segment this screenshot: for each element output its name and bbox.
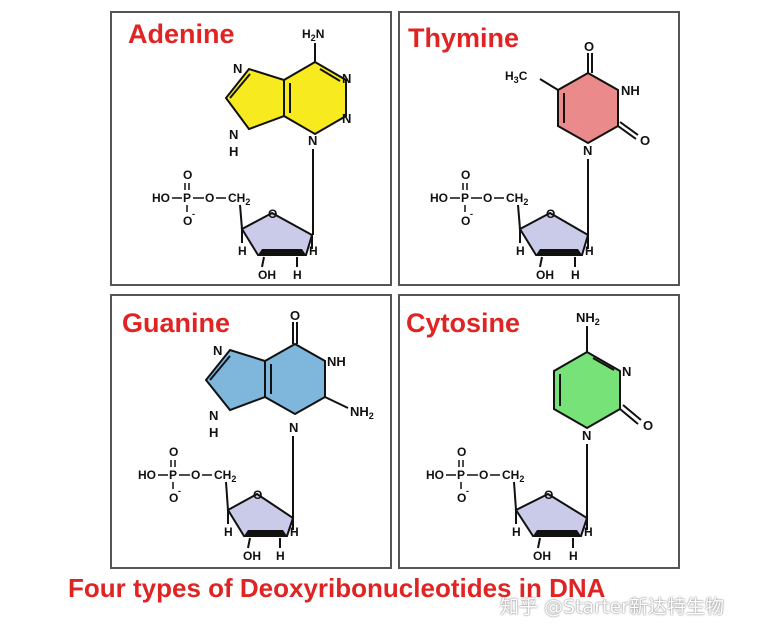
svg-text:O: O xyxy=(461,168,470,182)
figure-caption: Four types of Deoxyribonucleotides in DN… xyxy=(68,573,606,603)
svg-text:O: O xyxy=(483,191,492,205)
svg-text:HO: HO xyxy=(426,468,444,482)
svg-text:O: O xyxy=(457,445,466,459)
svg-text:P: P xyxy=(169,468,177,482)
svg-text:O: O xyxy=(546,207,555,221)
svg-text:H: H xyxy=(238,244,247,258)
guanine-n7: N xyxy=(213,343,222,358)
svg-text:H: H xyxy=(569,549,578,563)
watermark: 知乎 @Starter新达特生物 xyxy=(500,596,724,618)
thymine-o4: O xyxy=(584,39,594,54)
svg-text:HO: HO xyxy=(430,191,448,205)
svg-text:H: H xyxy=(585,244,594,258)
svg-text:H: H xyxy=(309,244,318,258)
cytosine-title: Cytosine xyxy=(406,308,521,338)
svg-text:O: O xyxy=(191,468,200,482)
svg-text:O: O xyxy=(457,491,466,505)
svg-text:O: O xyxy=(169,445,178,459)
guanine-nh2: NH2 xyxy=(350,404,374,421)
svg-text:O: O xyxy=(479,468,488,482)
adenine-n3: N xyxy=(342,111,351,126)
adenine-sugar-o: O xyxy=(268,207,277,221)
adenine-n7: N xyxy=(233,61,242,76)
svg-text:O: O xyxy=(253,488,262,502)
cytosine-base-fill xyxy=(553,350,621,430)
adenine-phosphate-o-bottom: O xyxy=(183,214,192,228)
adenine-panel: Adenine H2N N N N N H N HO P O O - O CH2… xyxy=(110,11,392,286)
adenine-imidazole-fill xyxy=(224,67,285,131)
adenine-n9: N xyxy=(229,127,238,142)
thymine-title: Thymine xyxy=(408,23,520,53)
adenine-n9-h: H xyxy=(229,144,238,159)
svg-text:OH: OH xyxy=(533,549,551,563)
svg-text:H: H xyxy=(512,525,521,539)
cytosine-nh2: NH2 xyxy=(576,310,600,327)
adenine-phosphate-o-top: O xyxy=(183,168,192,182)
adenine-glycosidic-n: N xyxy=(308,133,317,148)
guanine-n9: N xyxy=(209,408,218,423)
adenine-title: Adenine xyxy=(128,19,235,49)
svg-text:OH: OH xyxy=(536,268,554,282)
svg-text:O: O xyxy=(169,491,178,505)
guanine-o6: O xyxy=(290,308,300,323)
svg-text:H: H xyxy=(293,268,302,282)
svg-text:HO: HO xyxy=(138,468,156,482)
thymine-o2: O xyxy=(640,133,650,148)
guanine-imidazole-fill xyxy=(204,348,266,412)
adenine-oh: OH xyxy=(258,268,276,282)
guanine-panel: Guanine O NH NH2 N N H N HO P O O - O CH… xyxy=(110,294,392,569)
cytosine-panel: Cytosine NH2 N O N HO P O O - O CH2 O H … xyxy=(398,294,680,569)
guanine-base-fill xyxy=(264,342,326,416)
svg-text:H: H xyxy=(584,525,593,539)
thymine-n1: N xyxy=(583,143,592,158)
svg-text:OH: OH xyxy=(243,549,261,563)
adenine-base-fill xyxy=(283,60,347,136)
svg-text:CH2: CH2 xyxy=(214,468,236,484)
thymine-panel: Thymine O NH O H3C N HO P O O - O CH2 O xyxy=(398,11,680,286)
adenine-amine-h: H2N xyxy=(302,27,324,43)
svg-text:H: H xyxy=(516,244,525,258)
svg-text:O: O xyxy=(544,488,553,502)
cytosine-structure: NH2 N O N HO P O O - O CH2 O H H OH H xyxy=(426,310,653,563)
svg-text:P: P xyxy=(457,468,465,482)
cytosine-o2: O xyxy=(643,418,653,433)
guanine-n9-h: H xyxy=(209,425,218,440)
adenine-n1: N xyxy=(342,71,351,86)
guanine-n3: N xyxy=(289,420,298,435)
adenine-phosphate-o-link: O xyxy=(205,191,214,205)
cytosine-n3: N xyxy=(622,364,631,379)
adenine-phosphate-p: P xyxy=(183,191,191,205)
thymine-methyl: H3C xyxy=(505,69,528,85)
guanine-title: Guanine xyxy=(122,308,231,338)
cytosine-n1: N xyxy=(582,428,591,443)
thymine-base-fill xyxy=(557,71,619,145)
svg-text:H: H xyxy=(290,525,299,539)
adenine-phosphate-ho: HO xyxy=(152,191,170,205)
svg-text:-: - xyxy=(470,209,473,219)
svg-text:H: H xyxy=(276,549,285,563)
thymine-structure: O NH O H3C N HO P O O - O CH2 O H H OH H xyxy=(430,39,650,282)
svg-text:H: H xyxy=(571,268,580,282)
guanine-n1h: NH xyxy=(327,354,346,369)
svg-text:P: P xyxy=(461,191,469,205)
svg-text:H: H xyxy=(224,525,233,539)
svg-text:O: O xyxy=(461,214,470,228)
adenine-ch2: CH2 xyxy=(228,191,250,207)
svg-text:CH2: CH2 xyxy=(502,468,524,484)
thymine-n3h: NH xyxy=(621,83,640,98)
svg-text:-: - xyxy=(178,486,181,496)
adenine-structure: H2N N N N N H N HO P O O - O CH2 O H H O… xyxy=(152,27,351,282)
svg-text:-: - xyxy=(192,209,195,219)
svg-text:CH2: CH2 xyxy=(506,191,528,207)
svg-text:-: - xyxy=(466,486,469,496)
guanine-structure: O NH NH2 N N H N HO P O O - O CH2 O H H … xyxy=(138,308,374,563)
